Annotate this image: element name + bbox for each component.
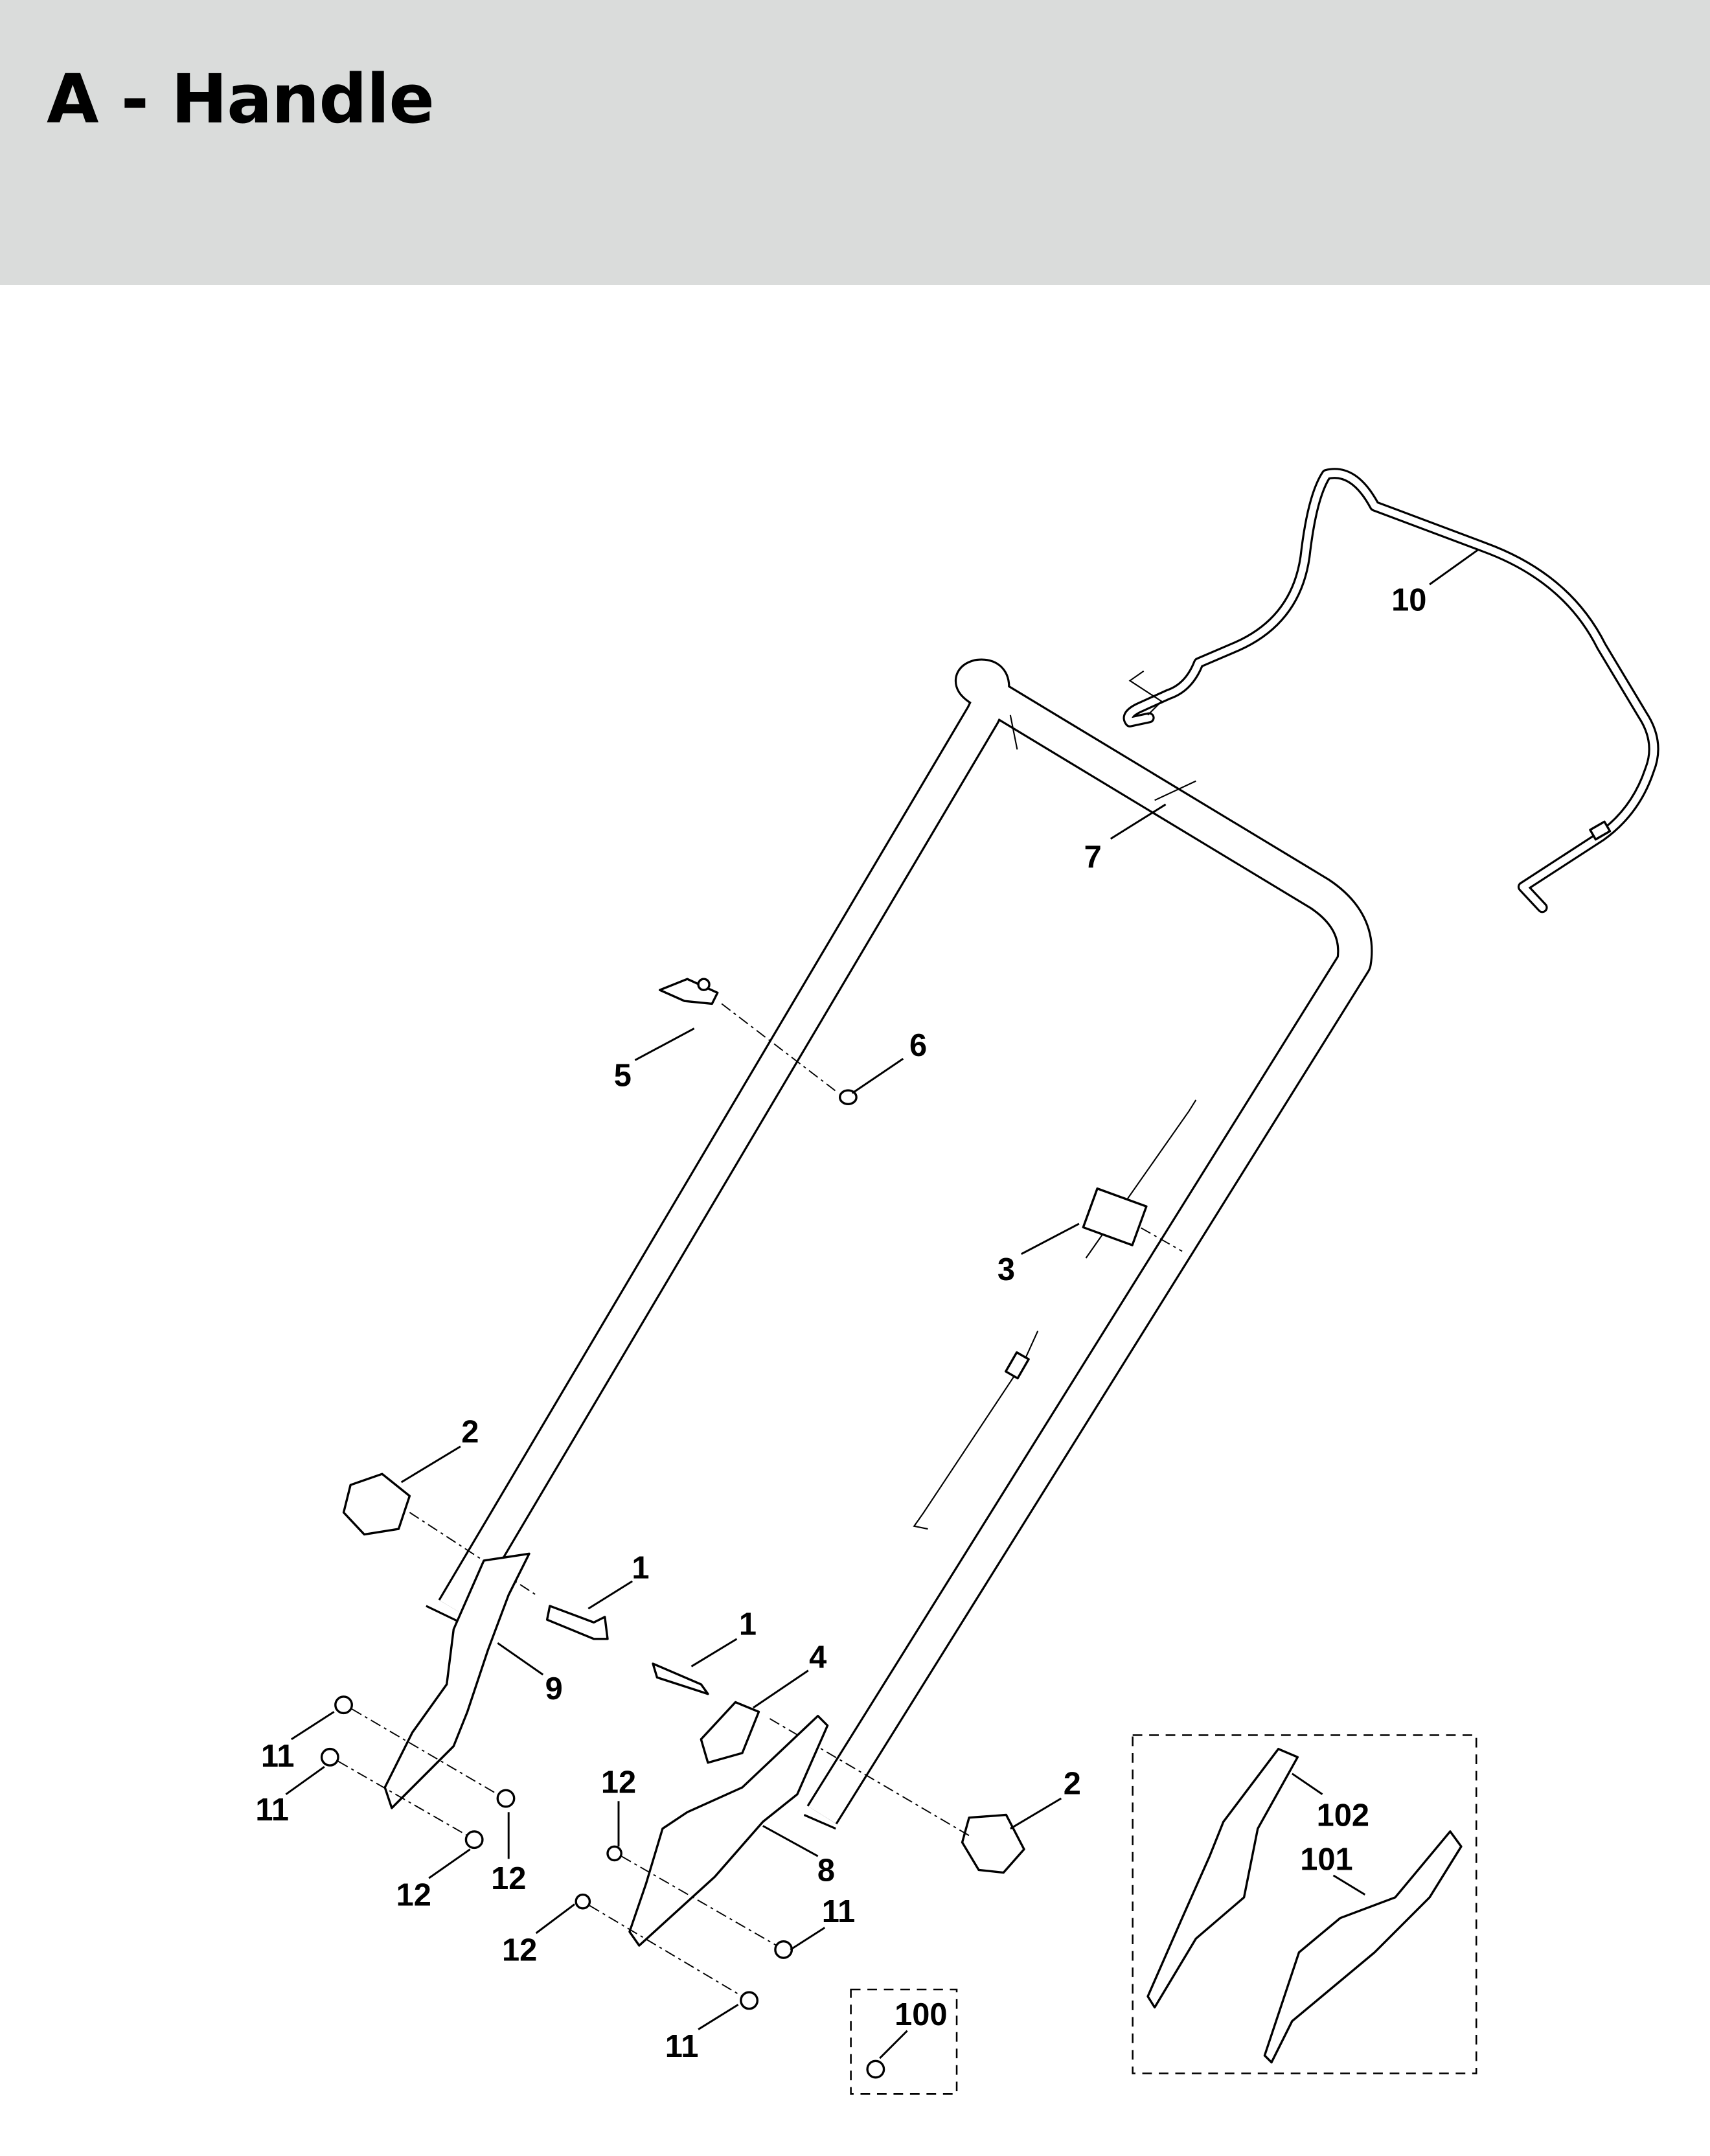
nut-part-6[interactable] bbox=[838, 1089, 858, 1106]
callout-10[interactable]: 10 bbox=[1391, 582, 1426, 617]
bolt-part-1-a[interactable] bbox=[545, 1605, 609, 1640]
knob-part-2-left[interactable] bbox=[342, 1473, 411, 1536]
callout-12-d[interactable]: 12 bbox=[502, 1932, 537, 1967]
bail-lever-part-10[interactable] bbox=[1123, 468, 1659, 913]
callout-1-a[interactable]: 1 bbox=[632, 1550, 649, 1585]
header-bar: A - Handle bbox=[0, 0, 1710, 285]
cover-part-4[interactable] bbox=[700, 1701, 760, 1764]
callout-101[interactable]: 101 bbox=[1300, 1842, 1352, 1877]
callout-5[interactable]: 5 bbox=[614, 1059, 632, 1094]
callout-11-a[interactable]: 11 bbox=[261, 1739, 295, 1774]
screws-part-11[interactable] bbox=[320, 1695, 793, 2010]
callout-7[interactable]: 7 bbox=[1084, 840, 1102, 875]
callout-9[interactable]: 9 bbox=[545, 1671, 563, 1706]
callout-4[interactable]: 4 bbox=[809, 1640, 826, 1675]
kit-box-100 bbox=[850, 1988, 958, 2095]
bracket-part-8[interactable] bbox=[628, 1714, 829, 1947]
kit-box-101-102 bbox=[1132, 1734, 1477, 2074]
bracket-part-102[interactable] bbox=[1146, 1747, 1299, 2009]
callout-6[interactable]: 6 bbox=[909, 1028, 927, 1063]
callout-2-right[interactable]: 2 bbox=[1064, 1767, 1081, 1802]
callout-12-b[interactable]: 12 bbox=[396, 1878, 431, 1913]
callout-12-c[interactable]: 12 bbox=[491, 1861, 526, 1896]
callout-12-a[interactable]: 12 bbox=[601, 1765, 636, 1800]
knob-part-2-right[interactable] bbox=[961, 1813, 1025, 1874]
callout-3[interactable]: 3 bbox=[998, 1252, 1015, 1287]
callout-11-d[interactable]: 11 bbox=[665, 2029, 699, 2064]
callout-11-c[interactable]: 11 bbox=[822, 1894, 856, 1929]
clamp-part-5[interactable] bbox=[658, 978, 719, 1005]
cable-part-3[interactable] bbox=[913, 1099, 1197, 1530]
page-title: A - Handle bbox=[47, 60, 435, 139]
callout-leaders bbox=[285, 549, 1479, 2059]
bracket-part-9[interactable] bbox=[383, 1552, 530, 1809]
callout-11-b[interactable]: 11 bbox=[255, 1793, 289, 1828]
callout-8[interactable]: 8 bbox=[817, 1853, 835, 1888]
callout-1-b[interactable]: 1 bbox=[739, 1607, 757, 1642]
callout-100[interactable]: 100 bbox=[895, 1997, 947, 2032]
callout-102[interactable]: 102 bbox=[1317, 1798, 1369, 1833]
callout-2-left[interactable]: 2 bbox=[461, 1414, 479, 1449]
nuts-part-12[interactable] bbox=[464, 1789, 622, 1910]
handle-part-7[interactable] bbox=[426, 658, 1373, 1830]
bolt-part-1-b[interactable] bbox=[652, 1662, 709, 1695]
screw-part-100[interactable] bbox=[866, 2059, 885, 2079]
bracket-part-101[interactable] bbox=[1263, 1830, 1463, 2064]
